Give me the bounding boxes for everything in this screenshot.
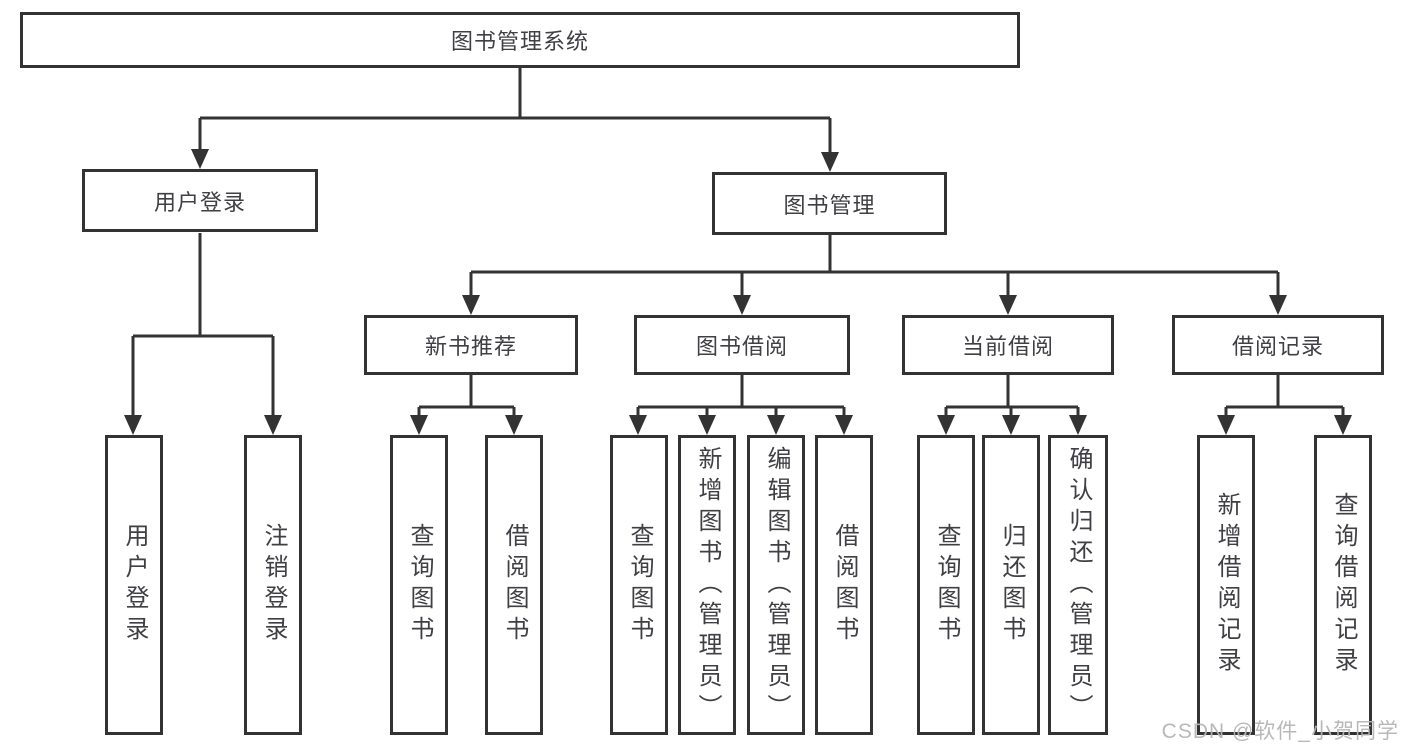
node-user-login: 用户登录 <box>82 169 318 232</box>
arrowheads <box>124 149 1352 435</box>
leaf-confirm-return-admin-label: 确认归还（管理员） <box>1065 445 1092 725</box>
node-borrow-records: 借阅记录 <box>1172 315 1384 375</box>
leaf-user-login-label: 用户登录 <box>121 523 148 647</box>
leaf-return-books-label: 归还图书 <box>998 523 1025 647</box>
node-root-label: 图书管理系统 <box>450 29 589 54</box>
leaf-add-books-admin-label: 新增图书（管理员） <box>694 445 721 725</box>
node-book-management: 图书管理 <box>712 172 947 235</box>
node-current-borrow: 当前借阅 <box>902 315 1114 375</box>
leaf-borrow-books-2: 借阅图书 <box>815 435 873 735</box>
leaf-logout-label: 注销登录 <box>260 523 287 647</box>
node-current-borrow-label: 当前借阅 <box>961 334 1054 359</box>
node-new-book-recommend: 新书推荐 <box>364 315 578 375</box>
leaf-borrow-books-2-label: 借阅图书 <box>831 523 858 647</box>
node-user-login-label: 用户登录 <box>153 189 246 215</box>
leaf-borrow-books-1-label: 借阅图书 <box>501 523 528 647</box>
leaf-search-books-1: 查询图书 <box>390 435 448 735</box>
leaf-logout: 注销登录 <box>244 435 302 735</box>
leaf-add-books-admin: 新增图书（管理员） <box>678 435 736 735</box>
node-book-management-label: 图书管理 <box>783 192 876 218</box>
leaf-confirm-return-admin: 确认归还（管理员） <box>1048 435 1108 735</box>
leaf-add-borrow-record-label: 新增借阅记录 <box>1213 492 1240 678</box>
node-new-book-recommend-label: 新书推荐 <box>424 334 517 359</box>
leaf-add-borrow-record: 新增借阅记录 <box>1197 435 1255 735</box>
leaf-search-borrow-record-label: 查询借阅记录 <box>1330 492 1357 678</box>
node-root: 图书管理系统 <box>20 12 1020 68</box>
node-book-borrow: 图书借阅 <box>634 315 850 375</box>
leaf-borrow-books-1: 借阅图书 <box>485 435 543 735</box>
leaf-edit-books-admin-label: 编辑图书（管理员） <box>763 445 790 725</box>
watermark-text: CSDN @软件_小贺同学 <box>1161 720 1399 743</box>
leaf-edit-books-admin: 编辑图书（管理员） <box>747 435 805 735</box>
node-book-borrow-label: 图书借阅 <box>695 334 788 359</box>
leaf-search-books-2: 查询图书 <box>610 435 668 735</box>
leaf-search-borrow-record: 查询借阅记录 <box>1314 435 1372 735</box>
leaf-search-books-1-label: 查询图书 <box>406 523 433 647</box>
leaf-return-books: 归还图书 <box>982 435 1040 735</box>
leaf-search-books-2-label: 查询图书 <box>626 523 653 647</box>
leaf-user-login: 用户登录 <box>105 435 163 735</box>
leaf-search-books-3-label: 查询图书 <box>933 523 960 647</box>
leaf-search-books-3: 查询图书 <box>917 435 975 735</box>
node-borrow-records-label: 借阅记录 <box>1231 334 1324 359</box>
